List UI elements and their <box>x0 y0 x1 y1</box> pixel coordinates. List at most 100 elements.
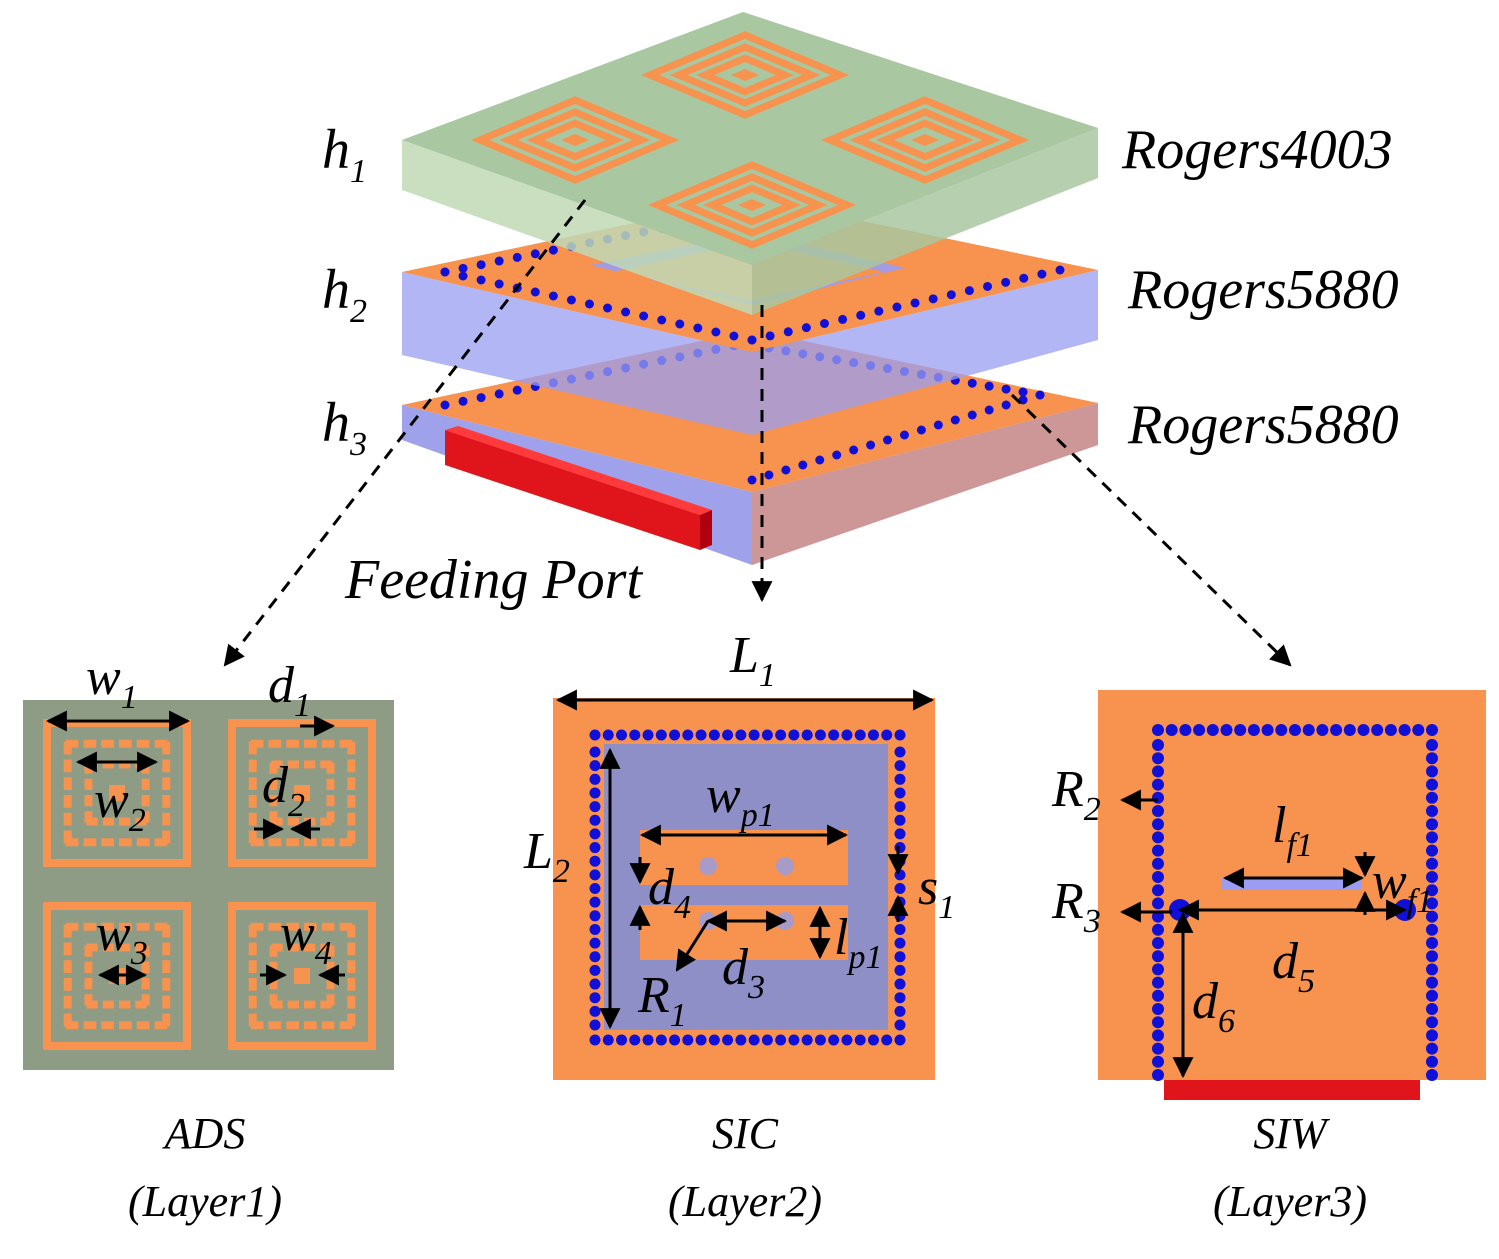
ads-ring-segment <box>63 960 72 973</box>
via <box>801 729 813 741</box>
ads-ring-segment <box>304 922 317 931</box>
ads-ring-segment <box>339 739 353 748</box>
via <box>1316 724 1329 736</box>
via <box>894 896 906 908</box>
via <box>1152 963 1164 976</box>
via <box>1001 277 1011 287</box>
via <box>584 299 594 309</box>
dim-wf1: wf1 <box>1372 853 1434 920</box>
ads-ring-segment <box>83 838 97 847</box>
via <box>815 455 825 465</box>
via <box>1426 1016 1438 1029</box>
ads-ring-segment <box>141 762 150 774</box>
via <box>1152 778 1164 791</box>
via <box>589 1005 601 1017</box>
dim-w2: w2 <box>94 772 146 839</box>
via <box>682 1034 694 1046</box>
ads-ring-segment <box>268 838 282 847</box>
ads-panel <box>23 700 394 1070</box>
ads-ring-segment <box>228 902 376 910</box>
via <box>1152 1029 1164 1042</box>
ads-ring-segment <box>321 739 335 748</box>
via <box>841 1034 853 1046</box>
via <box>1152 950 1164 963</box>
via <box>1426 1029 1438 1042</box>
ads-ring-segment <box>162 1013 171 1027</box>
ads-ring-segment <box>304 1000 316 1009</box>
sic-caption: SIC <box>712 1109 778 1158</box>
via <box>1426 937 1438 949</box>
via <box>512 252 522 262</box>
ads-ring-segment <box>84 778 93 790</box>
via <box>693 323 703 333</box>
ads-ring-segment <box>63 741 72 755</box>
ads-cell-3d <box>849 108 1001 172</box>
ads-ring-segment <box>347 759 356 773</box>
via <box>894 923 906 935</box>
via <box>761 729 773 741</box>
ads-ring-segment <box>250 922 264 931</box>
via <box>828 1034 840 1046</box>
ads-ring-segment <box>304 943 316 952</box>
via <box>950 415 960 425</box>
ads-center-3d <box>561 134 589 146</box>
via <box>1343 724 1356 736</box>
via <box>1426 791 1438 804</box>
ads-ring-segment <box>268 922 282 931</box>
ads-ring-segment <box>102 817 114 826</box>
via <box>589 760 601 772</box>
dim-R3: R3 <box>1052 873 1101 940</box>
via <box>1426 910 1438 923</box>
ads-ring-segment <box>162 924 171 938</box>
ads-ring-segment <box>326 811 335 823</box>
via <box>589 883 601 894</box>
ads-ring-segment <box>347 995 356 1009</box>
via <box>983 281 993 291</box>
via <box>440 267 450 277</box>
via <box>894 951 906 963</box>
ads-ring-segment <box>162 795 171 808</box>
via <box>964 286 974 296</box>
via <box>894 869 906 881</box>
ads-ring-segment <box>228 719 376 727</box>
dim-w4: w4 <box>280 905 332 972</box>
ads-ring-segment <box>368 902 376 1050</box>
via <box>1152 739 1164 751</box>
ads-ring-segment <box>326 994 335 1006</box>
ads-ring-segment <box>248 812 257 826</box>
via <box>1426 989 1438 1002</box>
via <box>894 1034 906 1046</box>
via <box>946 290 956 300</box>
via <box>761 1034 773 1046</box>
via <box>1152 765 1164 778</box>
ads-ring-segment <box>347 830 356 844</box>
via <box>1384 724 1397 736</box>
ads-center-3d <box>731 69 759 81</box>
ads-ring-segment <box>320 943 332 952</box>
via <box>788 729 800 741</box>
via <box>729 331 739 341</box>
via <box>621 307 631 317</box>
via <box>1001 400 1011 410</box>
ads-ring-segment <box>326 945 335 957</box>
ads-ring-segment <box>84 994 93 1006</box>
via <box>892 302 902 312</box>
ads-ring-segment <box>102 1000 114 1009</box>
ads-cell-3d <box>669 43 821 107</box>
via <box>1152 923 1164 936</box>
ads-ring-segment <box>136 1021 150 1030</box>
ads-ring-segment <box>368 719 376 867</box>
via <box>1426 1042 1438 1055</box>
dim-wp1: wp1 <box>706 767 775 834</box>
ads-ring-segment <box>63 812 72 826</box>
via <box>589 896 601 908</box>
via <box>642 729 654 741</box>
via <box>1426 871 1438 883</box>
ads-cell-3d <box>696 54 794 96</box>
via <box>1152 871 1164 883</box>
via <box>1261 724 1274 736</box>
via <box>1371 724 1384 736</box>
dim-d1: d1 <box>268 657 311 724</box>
via <box>589 801 601 813</box>
